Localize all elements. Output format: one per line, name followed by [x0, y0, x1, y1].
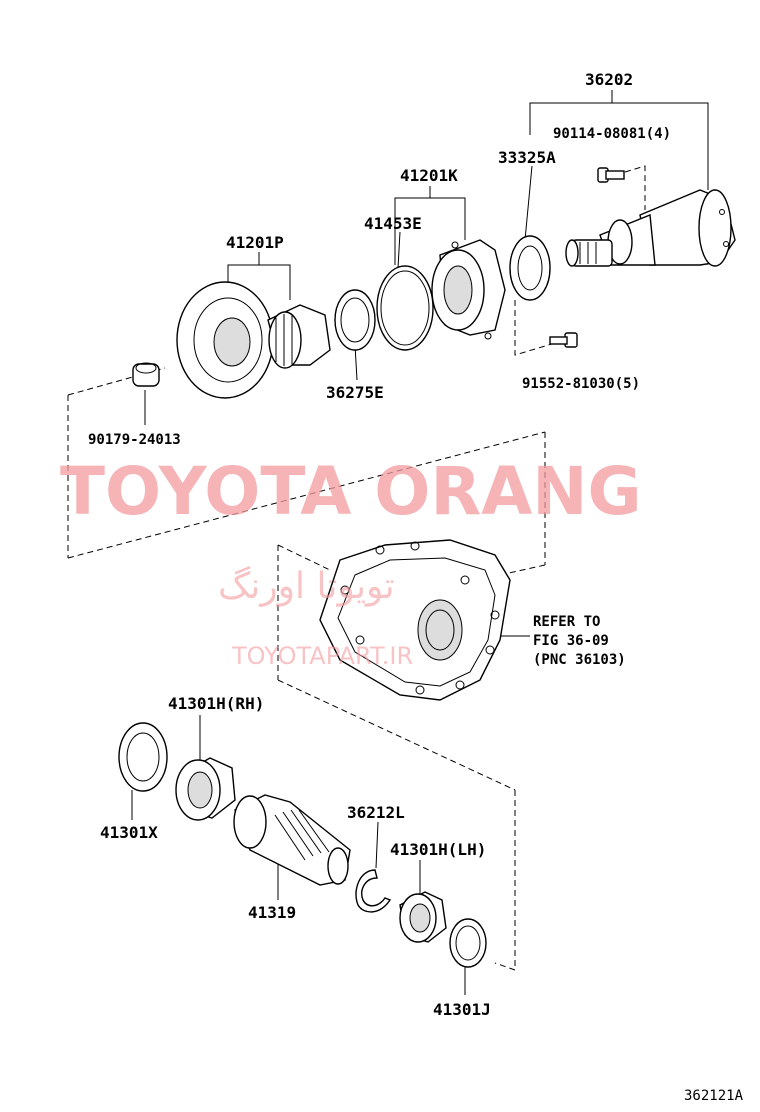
label-41301J: 41301J	[433, 1000, 491, 1019]
label-91552-81030: 91552-81030(5)	[522, 376, 640, 392]
washer-41301J	[449, 918, 487, 968]
transfer-case-housing	[319, 539, 511, 701]
shim-36275E	[334, 289, 376, 351]
label-33325A: 33325A	[498, 148, 556, 167]
refer-text-line2: FIG 36-09	[533, 633, 609, 649]
label-41301X: 41301X	[100, 823, 158, 842]
splined-shaft-41319	[233, 794, 351, 886]
bolt-90114	[597, 167, 625, 183]
label-90179-24013: 90179-24013	[88, 432, 181, 448]
drive-shaft-36202	[565, 189, 736, 267]
watermark-site: TOYOTAPART.IR	[231, 642, 413, 670]
label-41301H-RH: 41301H(RH)	[168, 694, 264, 713]
washer-41301X	[118, 722, 168, 792]
ring-gear-pinion-41201P	[176, 281, 331, 399]
refer-text-line3: (PNC 36103)	[533, 652, 626, 668]
bolt-91552	[549, 332, 578, 348]
snap-ring-36212L	[355, 869, 392, 913]
bearing-41301H-LH	[399, 891, 447, 943]
label-36202: 36202	[585, 70, 633, 89]
label-90114-08081: 90114-08081(4)	[553, 126, 671, 142]
watermark-persian: تویوتا اورنگ	[218, 565, 395, 607]
bearing-retainer-41201K	[431, 239, 506, 340]
plug-90179	[132, 362, 160, 387]
figure-id: 362121A	[684, 1088, 744, 1104]
o-ring-41453E	[376, 265, 434, 351]
label-41319: 41319	[248, 903, 296, 922]
label-41201P: 41201P	[226, 233, 284, 252]
label-41301H-LH: 41301H(LH)	[390, 840, 486, 859]
refer-text-line1: REFER TO	[533, 614, 600, 630]
label-41201K: 41201K	[400, 166, 458, 185]
bearing-41301H-RH	[175, 757, 236, 821]
watermark-main: TOYOTA ORANG	[60, 453, 642, 530]
leader-lines	[131, 90, 709, 995]
label-41453E: 41453E	[364, 214, 422, 233]
label-36212L: 36212L	[347, 803, 405, 822]
label-36275E: 36275E	[326, 383, 384, 402]
oil-seal-33325A	[509, 235, 551, 301]
